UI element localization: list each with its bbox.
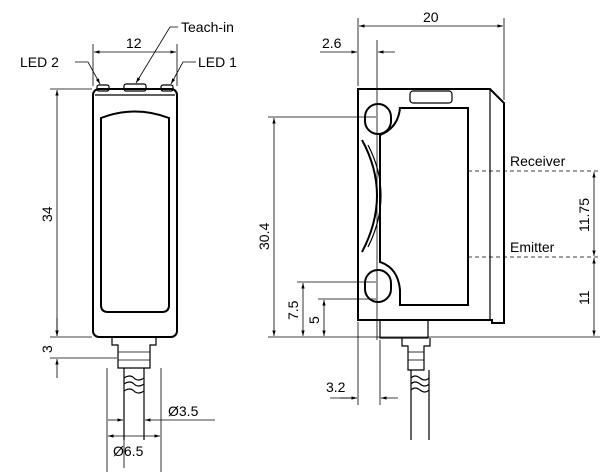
teach-in-leader <box>135 26 178 84</box>
led2-leader <box>75 61 101 85</box>
led1-leader <box>170 61 196 85</box>
dim-side-width: 20 <box>423 9 439 25</box>
dim-front-base: 3 <box>39 345 55 353</box>
front-housing <box>92 88 178 338</box>
side-connector-base <box>379 319 429 339</box>
side-window <box>379 107 469 306</box>
cable-break-front <box>123 375 145 387</box>
dim-rec-emit: 11.75 <box>576 198 592 232</box>
dim-diam-outer: Ø6.5 <box>113 443 144 459</box>
dim-diam-inner: Ø3.5 <box>168 403 199 419</box>
label-led1: LED 1 <box>198 54 237 70</box>
dim-side-height: 30.4 <box>256 223 272 250</box>
label-teach-in: Teach-in <box>181 19 234 35</box>
label-emitter: Emitter <box>510 239 555 255</box>
led2-indicator <box>96 84 110 92</box>
side-view: 20 2.6 30.4 7.5 5 Receiver Emitter 11.75… <box>256 9 600 440</box>
mount-hole-top <box>364 103 392 135</box>
led1-indicator <box>160 84 174 92</box>
dim-front-width: 12 <box>126 35 142 51</box>
dim-front-height: 34 <box>39 206 55 222</box>
dim-hole-center: 5 <box>306 316 322 324</box>
side-teach-button <box>409 90 453 104</box>
teach-in-button <box>123 83 147 92</box>
dim-connector-offset: 3.2 <box>326 379 346 395</box>
side-lens-curve <box>361 139 378 253</box>
mount-hole-bottom <box>364 269 392 303</box>
side-connector <box>401 338 431 371</box>
dim-hole-lower: 7.5 <box>285 300 301 320</box>
label-receiver: Receiver <box>510 153 566 169</box>
front-lens-window <box>100 110 170 313</box>
front-view: 12 Teach-in LED 2 LED 1 34 3 Ø3.5 Ø6.5 <box>20 19 237 472</box>
dim-side-offset: 2.6 <box>322 35 342 51</box>
label-led2: LED 2 <box>20 54 59 70</box>
dim-emitter-height: 11 <box>576 290 592 305</box>
front-connector <box>111 337 157 369</box>
cable-break-side <box>410 375 430 393</box>
